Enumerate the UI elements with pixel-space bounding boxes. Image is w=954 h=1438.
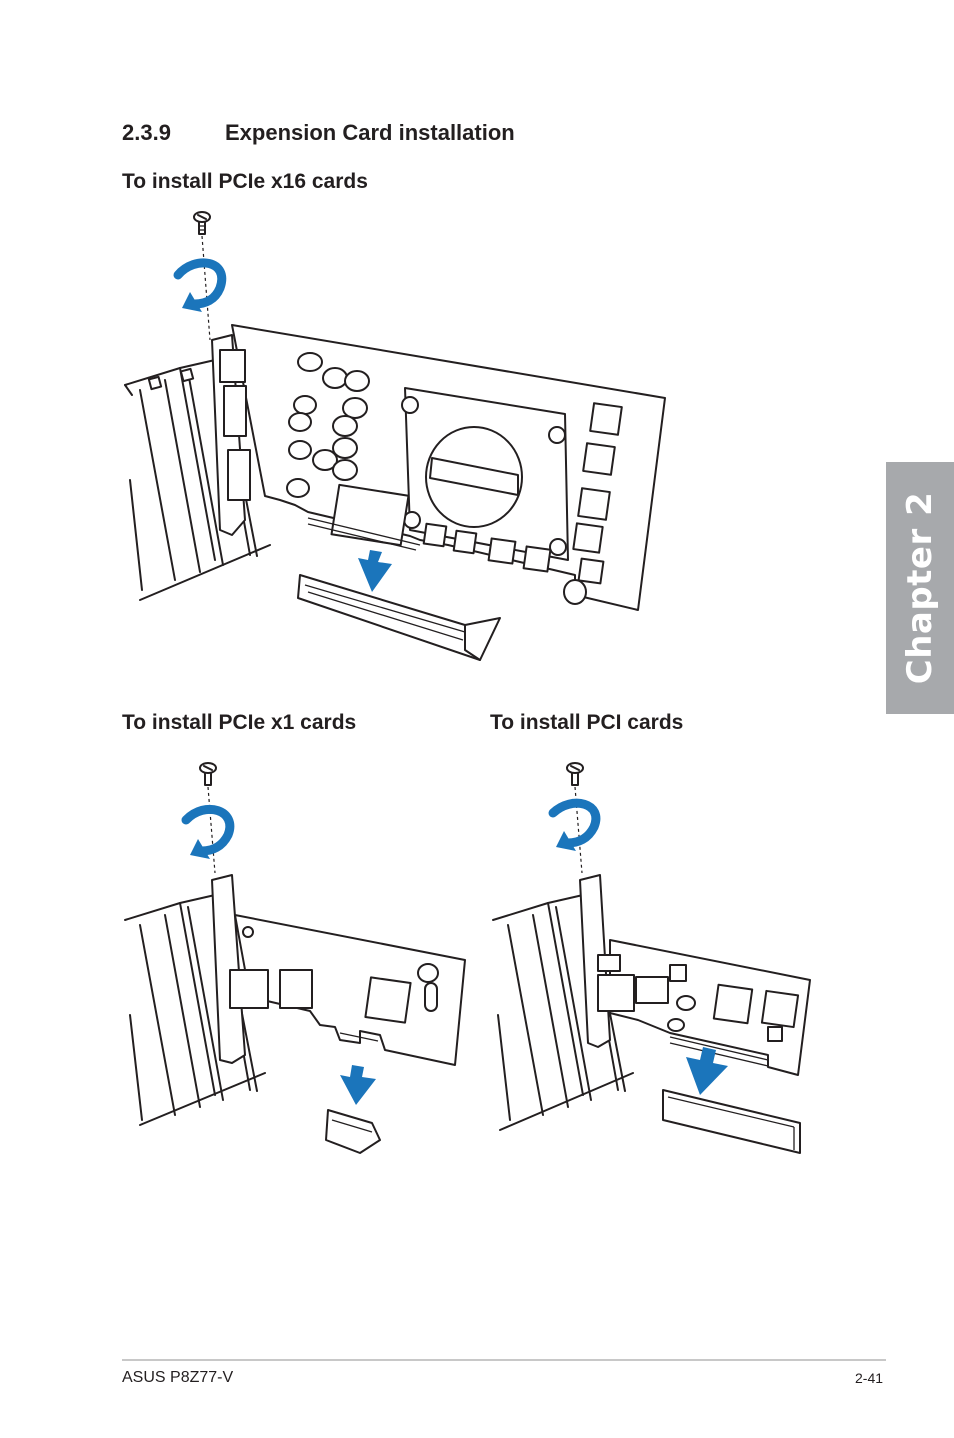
screw-icon	[193, 211, 211, 235]
section-number: 2.3.9	[122, 120, 171, 145]
pcie-x1-illustration	[124, 762, 466, 1154]
down-arrow-icon	[358, 550, 392, 592]
screw-icon	[566, 762, 584, 786]
pci-illustration	[492, 762, 811, 1154]
footer-divider	[122, 1359, 886, 1361]
rotate-arrow-icon	[181, 804, 235, 859]
case-slot-brackets	[124, 874, 266, 1126]
pcie-x16-slot	[297, 574, 501, 661]
chapter-tab: Chapter 2	[886, 462, 954, 714]
rotate-arrow-icon	[173, 258, 227, 312]
subheading-pcie-x16: To install PCIe x16 cards	[122, 170, 368, 193]
footer-product: ASUS P8Z77-V	[122, 1369, 234, 1386]
rotate-arrow-icon	[548, 798, 601, 851]
pcie-x1-slot	[325, 1109, 381, 1154]
footer-page-number: 2-41	[855, 1370, 884, 1386]
down-arrow-icon	[686, 1047, 728, 1095]
screw-icon	[199, 762, 217, 786]
graphics-card	[211, 324, 666, 611]
chapter-tab-label: Chapter 2	[900, 491, 940, 685]
pci-card	[597, 939, 811, 1076]
pci-slot	[662, 1089, 801, 1154]
subheading-pcie-x1: To install PCIe x1 cards	[122, 711, 357, 734]
pcie-x16-illustration	[124, 211, 666, 661]
section-title: Expension Card installation	[225, 120, 515, 145]
subheading-pci: To install PCI cards	[490, 711, 684, 734]
down-arrow-icon	[340, 1065, 376, 1105]
pcie-x1-card	[229, 914, 466, 1066]
